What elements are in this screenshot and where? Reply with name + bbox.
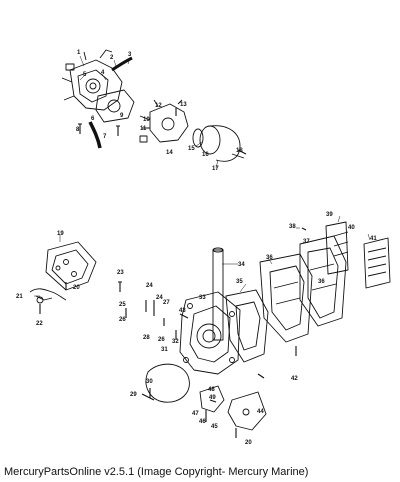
callout-45: 45 bbox=[211, 424, 218, 430]
callout-5: 5 bbox=[83, 72, 87, 78]
fuel-line-part-2 bbox=[111, 56, 133, 72]
callout-19: 19 bbox=[57, 231, 64, 237]
callout-14: 14 bbox=[166, 150, 173, 156]
callout-7: 7 bbox=[103, 134, 107, 140]
callout-26-left: 26 bbox=[119, 317, 126, 323]
callout-27: 27 bbox=[163, 300, 170, 306]
callout-33: 33 bbox=[199, 295, 206, 301]
cover-part-31 bbox=[145, 363, 190, 403]
callout-32: 32 bbox=[172, 339, 179, 345]
callout-20-upper: 20 bbox=[73, 285, 80, 291]
callout-2: 2 bbox=[110, 55, 114, 61]
wire-harness-part-21 bbox=[29, 288, 67, 304]
callout-42: 42 bbox=[291, 376, 298, 382]
carburetor-assembly bbox=[61, 49, 123, 111]
fuel-line-part-7 bbox=[88, 121, 102, 149]
callout-36-right: 36 bbox=[318, 279, 325, 285]
callout-26-right: 26 bbox=[158, 337, 165, 343]
callout-21: 21 bbox=[16, 294, 23, 300]
callout-17: 17 bbox=[212, 166, 219, 172]
callout-16: 16 bbox=[202, 152, 209, 158]
callout-22: 22 bbox=[36, 321, 43, 327]
callout-12: 12 bbox=[155, 103, 162, 109]
callout-39: 39 bbox=[326, 212, 333, 218]
callout-37: 37 bbox=[303, 239, 310, 245]
callout-25: 25 bbox=[119, 302, 126, 308]
housing-part-33 bbox=[179, 291, 241, 375]
gasket-part-35 bbox=[225, 289, 269, 363]
gasket-part-9 bbox=[95, 89, 135, 123]
callout-31: 31 bbox=[161, 347, 168, 353]
bracket-part-48 bbox=[199, 385, 225, 413]
cover-plate-part-19 bbox=[45, 241, 97, 291]
callout-48: 48 bbox=[208, 387, 215, 393]
screws-and-fasteners bbox=[39, 108, 307, 438]
leader-lines bbox=[34, 55, 371, 297]
callout-47: 47 bbox=[192, 411, 199, 417]
callout-35: 35 bbox=[236, 279, 243, 285]
callout-18: 18 bbox=[236, 148, 243, 154]
callout-44: 44 bbox=[257, 409, 264, 415]
reed-plate-part-36 bbox=[259, 253, 313, 343]
callout-labels: 1 2 3 4 5 6 7 8 9 10 11 12 13 14 15 16 1… bbox=[16, 50, 377, 446]
fuel-pump-assembly bbox=[139, 99, 189, 143]
reed-stop-part-41 bbox=[363, 237, 391, 289]
callout-4: 4 bbox=[101, 70, 105, 76]
tube-part-34 bbox=[212, 247, 224, 341]
callout-49: 49 bbox=[209, 395, 216, 401]
exploded-parts-diagram: 1 2 3 4 5 6 7 8 9 10 11 12 13 14 15 16 1… bbox=[16, 49, 391, 446]
callout-8: 8 bbox=[76, 127, 80, 133]
callout-40: 40 bbox=[348, 225, 355, 231]
callout-43: 43 bbox=[179, 308, 186, 314]
callout-46: 46 bbox=[199, 419, 206, 425]
callout-23: 23 bbox=[117, 270, 124, 276]
callout-1: 1 bbox=[77, 50, 81, 56]
callout-13: 13 bbox=[180, 102, 187, 108]
reed-stack-parts-39-40 bbox=[325, 221, 349, 275]
callout-38: 38 bbox=[289, 224, 296, 230]
callout-15: 15 bbox=[188, 146, 195, 152]
callout-24-lower: 24 bbox=[156, 295, 163, 301]
callout-24-upper: 24 bbox=[146, 283, 153, 289]
callout-10: 10 bbox=[143, 117, 150, 123]
callout-29: 29 bbox=[130, 392, 137, 398]
callout-34: 34 bbox=[238, 262, 245, 268]
copyright-caption: MercuryPartsOnline v2.5.1 (Image Copyrig… bbox=[4, 466, 309, 478]
callout-6: 6 bbox=[91, 116, 95, 122]
callout-20-lower: 20 bbox=[245, 440, 252, 446]
callout-41: 41 bbox=[370, 236, 377, 242]
callout-30: 30 bbox=[146, 379, 153, 385]
callout-3: 3 bbox=[128, 52, 132, 58]
callout-9: 9 bbox=[120, 113, 124, 119]
callout-11: 11 bbox=[140, 126, 147, 132]
callout-36-left: 36 bbox=[266, 255, 273, 261]
bracket-part-44 bbox=[227, 391, 267, 431]
filter-bowl-part-17 bbox=[192, 125, 245, 162]
callout-28: 28 bbox=[143, 335, 150, 341]
